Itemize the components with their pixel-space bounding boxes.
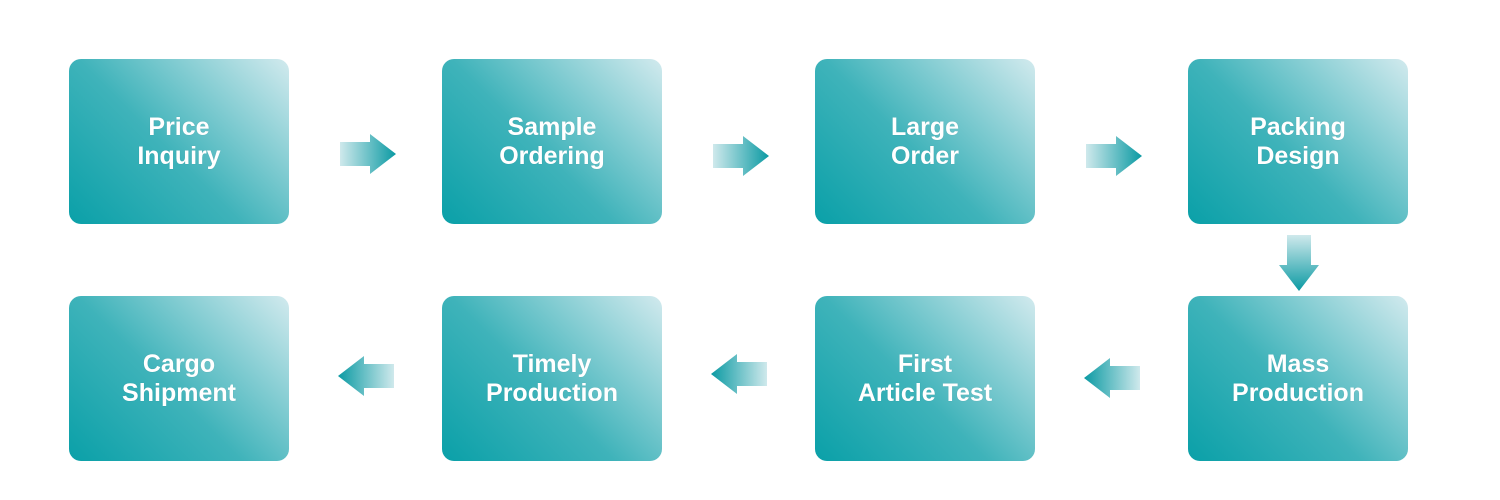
- step-sample-ordering: Sample Ordering: [442, 59, 662, 224]
- step-cargo-shipment: Cargo Shipment: [69, 296, 289, 461]
- arrow-left-icon: [338, 356, 394, 396]
- step-label: Mass Production: [1232, 349, 1364, 407]
- step-label: Packing Design: [1250, 112, 1346, 170]
- step-label: Cargo Shipment: [122, 349, 236, 407]
- step-mass-production: Mass Production: [1188, 296, 1408, 461]
- arrow-left-icon: [711, 354, 767, 394]
- step-label: Large Order: [890, 112, 960, 170]
- arrow-right-icon: [713, 136, 769, 176]
- step-label: Timely Production: [486, 349, 618, 407]
- step-timely-production: Timely Production: [442, 296, 662, 461]
- arrow-down-icon: [1279, 235, 1319, 291]
- step-label: Sample Ordering: [499, 112, 605, 170]
- step-large-order: Large Order: [815, 59, 1035, 224]
- step-label: Price Inquiry: [137, 112, 221, 170]
- arrow-right-icon: [1086, 136, 1142, 176]
- arrow-right-icon: [340, 134, 396, 174]
- step-packing-design: Packing Design: [1188, 59, 1408, 224]
- step-price-inquiry: Price Inquiry: [69, 59, 289, 224]
- step-first-article-test: First Article Test: [815, 296, 1035, 461]
- step-label: First Article Test: [857, 349, 993, 407]
- arrow-left-icon: [1084, 358, 1140, 398]
